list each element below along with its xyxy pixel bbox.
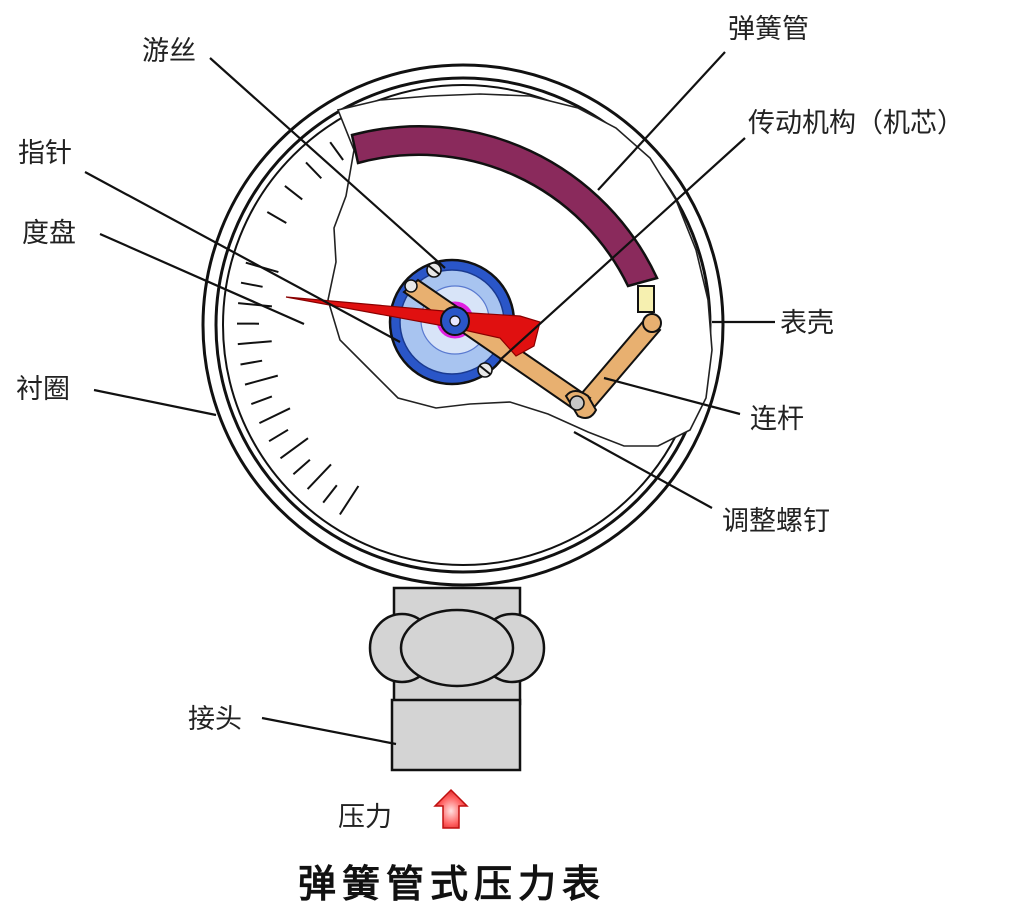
dial-tick: [329, 141, 344, 161]
bourdon-tube: [350, 124, 659, 288]
dial-tick: [244, 374, 279, 386]
dial-tick: [240, 359, 263, 366]
connector-nut-center: [399, 608, 515, 688]
diagram-title: 弹簧管式压力表: [298, 861, 606, 906]
dial-tick: [237, 340, 272, 346]
leader-bezel: [93, 388, 217, 417]
leader-adjust-screw: [573, 431, 713, 509]
dial-tick: [250, 395, 273, 406]
leader-link: [603, 376, 741, 416]
label-movement: 传动机构（机芯）: [748, 108, 964, 139]
dial-tick: [268, 428, 289, 443]
pointer-hub-center: [449, 315, 461, 327]
dial-tick: [306, 463, 332, 490]
dial-tick: [258, 407, 291, 425]
dial-tick: [238, 302, 272, 308]
pressure-arrow-icon: [433, 788, 469, 829]
leader-movement: [499, 137, 746, 361]
dial-tick: [279, 437, 309, 460]
label-bourdon-tube: 弹簧管: [728, 14, 809, 45]
dial-tick: [339, 485, 360, 516]
dial-tick: [292, 459, 311, 476]
leader-pointer: [84, 171, 401, 343]
dial-tick: [322, 484, 338, 504]
leader-bourdon-tube: [597, 51, 726, 191]
bourdon-tube-tip: [637, 285, 655, 313]
lever-pivot: [404, 279, 418, 293]
label-pointer: 指针: [18, 138, 72, 169]
pointer: [285, 296, 541, 357]
label-link: 连杆: [750, 404, 804, 435]
label-connector: 接头: [188, 704, 242, 735]
leader-dial: [99, 232, 305, 326]
label-pressure: 压力: [338, 802, 392, 833]
dial-tick: [284, 185, 303, 201]
dial-tick: [266, 211, 287, 224]
label-dial: 度盘: [22, 218, 76, 249]
dial-tick: [305, 161, 323, 179]
connector-body: [390, 698, 522, 772]
adjust-screw: [569, 395, 585, 411]
link-pivot-top: [642, 313, 662, 333]
connector: [368, 586, 546, 772]
leader-connector: [261, 716, 397, 746]
label-case: 表壳: [780, 308, 834, 339]
leader-hairspring: [209, 57, 446, 269]
dial-tick: [240, 281, 263, 288]
label-bezel: 衬圈: [16, 374, 70, 405]
dial-scale-ticks: [236, 141, 360, 516]
label-adjust-screw: 调整螺钉: [722, 506, 830, 537]
label-hairspring: 游丝: [142, 36, 196, 67]
